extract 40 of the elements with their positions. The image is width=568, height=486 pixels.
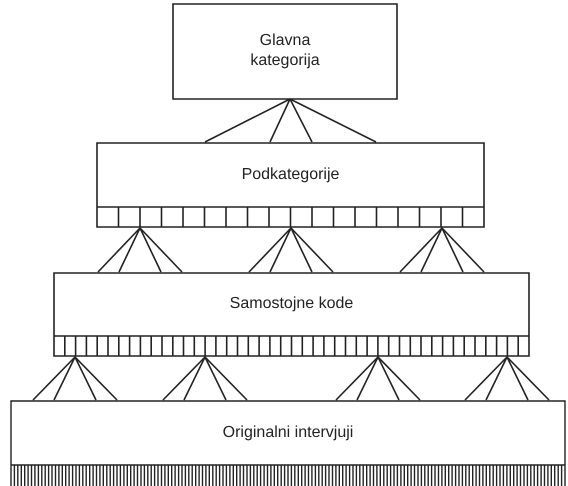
connector-line	[290, 228, 313, 272]
connector-line	[118, 228, 141, 272]
connector-line	[464, 356, 508, 401]
connector-line	[356, 356, 379, 400]
connector-line	[97, 227, 141, 273]
connector-line	[506, 356, 529, 400]
connector-line	[139, 227, 183, 273]
connector-line	[74, 356, 118, 401]
box-label: Podkategorije	[242, 164, 340, 184]
category-box-with-strip	[10, 400, 566, 486]
connector-line	[485, 356, 508, 400]
connector-line	[290, 227, 334, 273]
connector-line	[204, 356, 227, 400]
connector-line	[269, 228, 292, 272]
connector-line	[139, 228, 162, 272]
connector-line	[420, 228, 443, 272]
connector-line	[162, 356, 206, 401]
box-label: Glavna kategorija	[249, 31, 321, 71]
connector-line	[441, 227, 485, 273]
connector-line	[335, 356, 379, 401]
connector-line	[204, 356, 248, 401]
connector-line	[377, 356, 400, 400]
box-label: Originalni intervjuji	[222, 422, 354, 442]
connector-line	[441, 228, 464, 272]
connector-line	[377, 356, 421, 401]
box-label: Samostojne kode	[230, 294, 354, 314]
connector-line	[74, 356, 97, 400]
connector-line	[32, 356, 76, 401]
connector-line	[289, 98, 313, 142]
connector-line	[290, 98, 376, 143]
category-box-with-strip	[53, 272, 530, 357]
connector-line	[248, 227, 292, 273]
connector-line	[204, 98, 290, 143]
connector-line	[506, 356, 550, 401]
connector-line	[53, 356, 76, 400]
category-box-with-strip	[96, 142, 485, 228]
connector-line	[269, 98, 291, 142]
connector-line	[183, 356, 206, 400]
category-box	[172, 3, 398, 99]
connector-line	[399, 227, 443, 273]
